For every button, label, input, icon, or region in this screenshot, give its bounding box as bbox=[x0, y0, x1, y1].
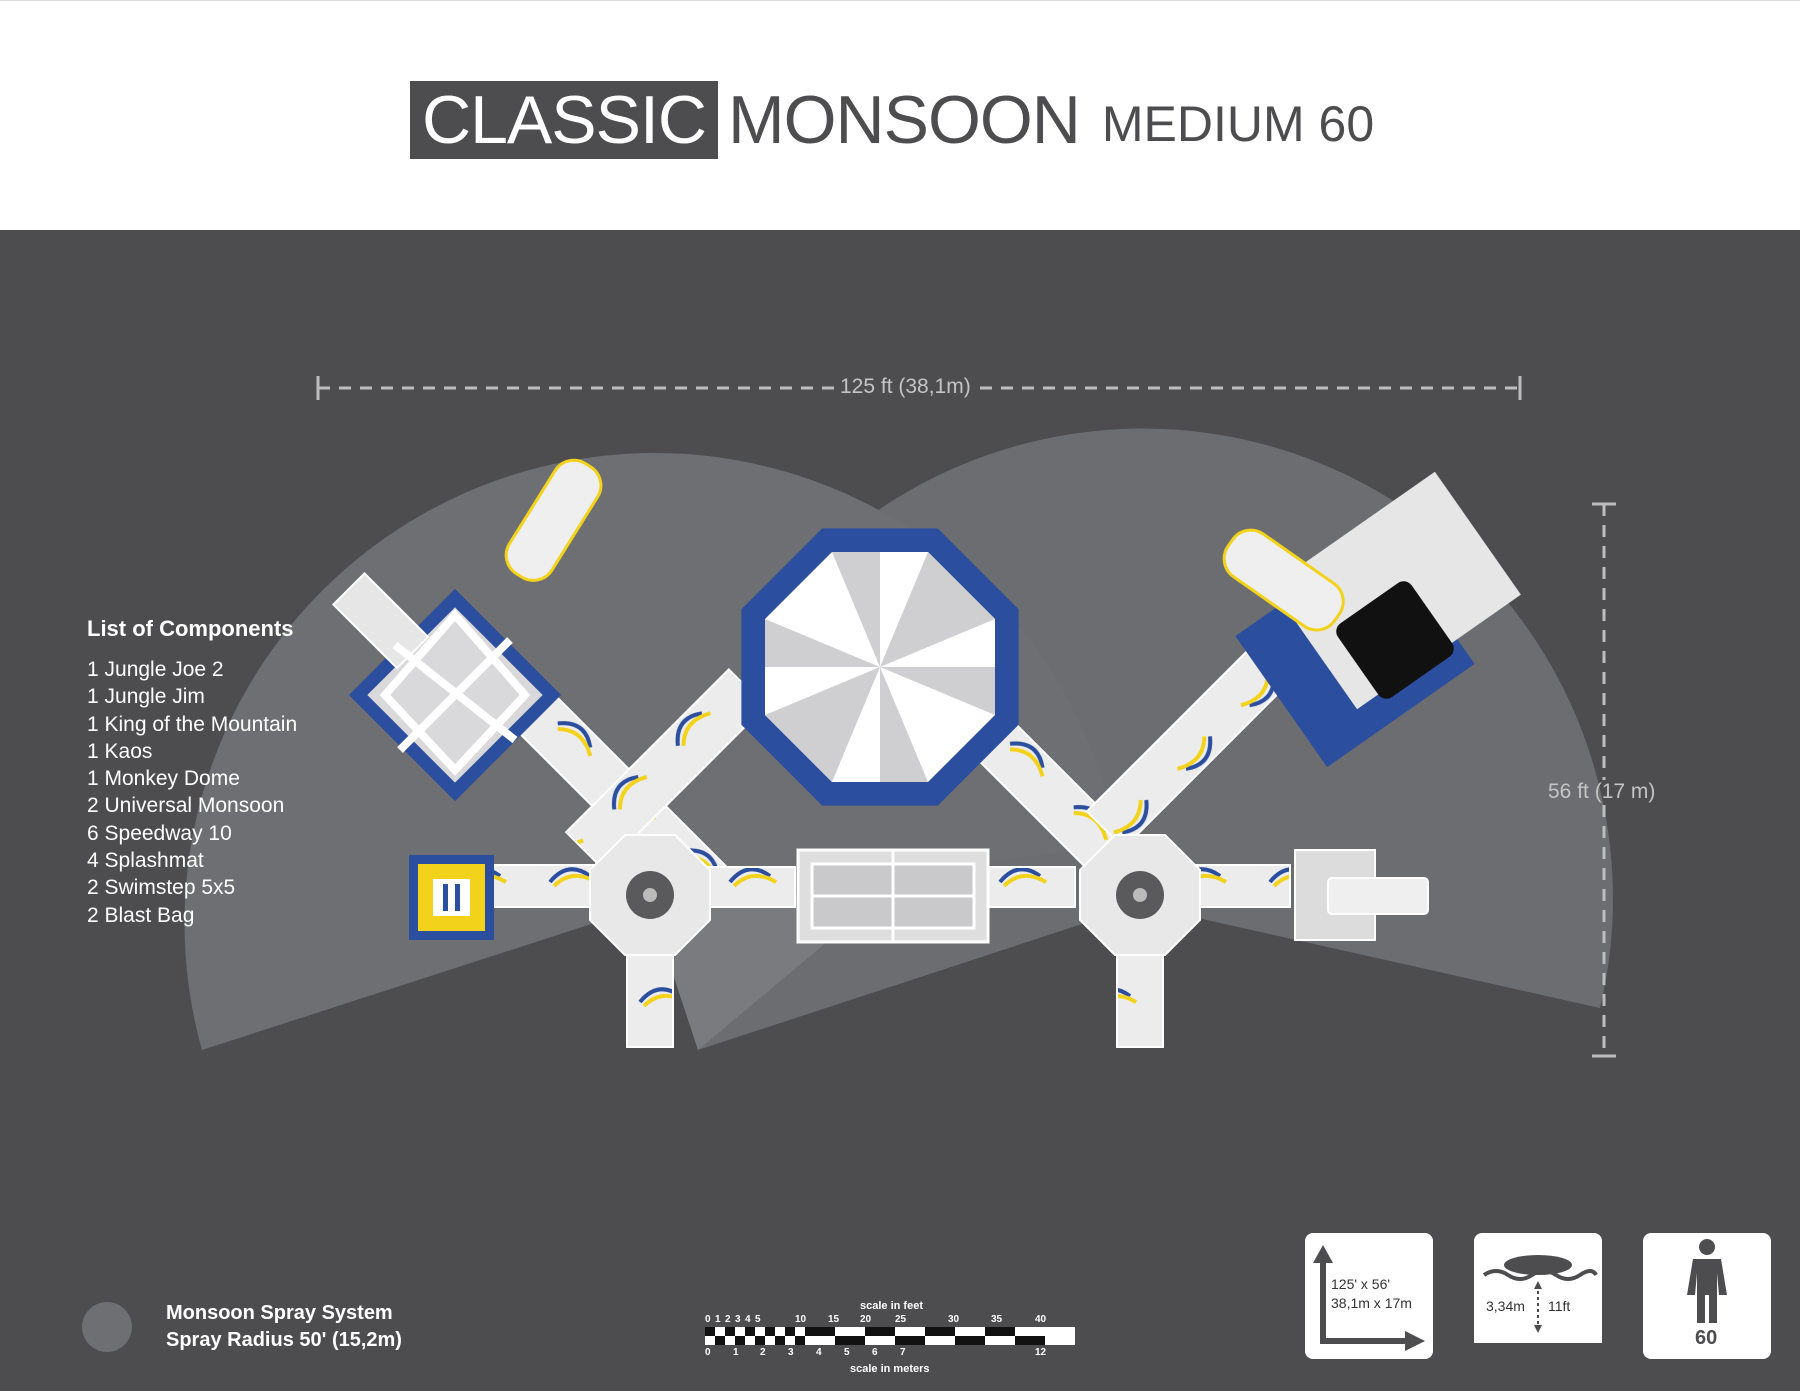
scale-meter-tick: 0 bbox=[705, 1347, 711, 1358]
scale-meter-tick: 12 bbox=[1035, 1347, 1047, 1358]
height-label: 56 ft (17 m) bbox=[1548, 780, 1656, 803]
scale-feet-tick: 20 bbox=[860, 1314, 872, 1325]
scale-feet-tick: 40 bbox=[1035, 1314, 1047, 1325]
component-item: 1 Jungle Joe 2 bbox=[87, 658, 224, 681]
scale-block bbox=[705, 1327, 715, 1336]
header: CLASSIC MONSOON MEDIUM 60 bbox=[0, 0, 1800, 231]
tube-mid-right bbox=[984, 866, 1076, 908]
monsoon-hub-left bbox=[589, 834, 711, 956]
spray-legend-line2: Spray Radius 50' (15,2m) bbox=[166, 1329, 402, 1351]
depth-meters: 3,34m bbox=[1486, 1298, 1525, 1314]
scale-block bbox=[925, 1327, 955, 1336]
scale-block bbox=[775, 1336, 785, 1345]
scale-feet-tick: 5 bbox=[755, 1314, 761, 1325]
scale-block bbox=[835, 1336, 865, 1345]
scale-block bbox=[725, 1327, 735, 1336]
height-dimension-line bbox=[1592, 502, 1616, 1058]
spray-legend-swatch bbox=[82, 1302, 132, 1352]
kaos-slide bbox=[1222, 471, 1521, 768]
component-item: 1 Monkey Dome bbox=[87, 767, 240, 791]
component-item: 2 Blast Bag bbox=[87, 903, 195, 927]
scale-feet-tick: 1 bbox=[715, 1314, 721, 1325]
capacity-value: 60 bbox=[1695, 1327, 1718, 1349]
depth-info-box: 3,34m 11ft bbox=[1474, 1233, 1602, 1359]
spray-legend-text: Monsoon Spray System Spray Radius 50' (1… bbox=[166, 1300, 402, 1354]
page-title: CLASSIC MONSOON MEDIUM 60 bbox=[410, 81, 1374, 159]
scale-feet-tick: 0 bbox=[705, 1314, 711, 1325]
scale-block bbox=[745, 1327, 755, 1336]
monsoon-hub-right bbox=[1079, 834, 1201, 956]
component-item: 4 Splashmat bbox=[87, 849, 204, 873]
width-dimension-line bbox=[316, 376, 1522, 400]
scale-block bbox=[765, 1327, 775, 1336]
monkey-dome bbox=[741, 528, 1019, 806]
blast-bag-right bbox=[1294, 849, 1429, 941]
scale-feet-tick: 35 bbox=[991, 1314, 1003, 1325]
scale-feet-tick: 4 bbox=[745, 1314, 751, 1325]
capacity-info-box: 60 bbox=[1643, 1233, 1771, 1359]
scale-feet-label: scale in feet bbox=[860, 1300, 923, 1312]
scale-meter-tick: 1 bbox=[733, 1347, 739, 1358]
component-item: 6 Speedway 10 bbox=[87, 821, 232, 845]
scale-meter-tick: 7 bbox=[900, 1347, 906, 1358]
scale-meters-label: scale in meters bbox=[850, 1363, 930, 1375]
title-classic: CLASSIC bbox=[410, 81, 718, 159]
scale-feet-tick: 3 bbox=[735, 1314, 741, 1325]
scale-block bbox=[895, 1336, 925, 1345]
components-heading: List of Components bbox=[87, 616, 294, 641]
area-line2: 38,1m x 17m bbox=[1331, 1295, 1412, 1311]
scale-meter-tick: 2 bbox=[760, 1347, 766, 1358]
scale-meter-tick: 6 bbox=[872, 1347, 878, 1358]
components-items: 1 Jungle Joe 2 1 Jungle Jim 1 King of th… bbox=[87, 656, 297, 929]
scale-block bbox=[805, 1327, 835, 1336]
area-icon bbox=[1313, 1245, 1425, 1351]
jungle-jim bbox=[796, 848, 990, 944]
component-item: 2 Swimstep 5x5 bbox=[87, 876, 236, 900]
park-layout-diagram bbox=[184, 376, 1616, 1058]
scale-block bbox=[865, 1327, 895, 1336]
layout-plan: 125 ft (38,1m) 56 ft (17 m) List of Comp… bbox=[0, 230, 1800, 1391]
title-monsoon: MONSOON bbox=[728, 82, 1081, 158]
area-info-box: 125' x 56' 38,1m x 17m bbox=[1305, 1233, 1433, 1359]
scale-block bbox=[795, 1336, 805, 1345]
scale-block bbox=[715, 1336, 725, 1345]
component-item: 1 Jungle Jim bbox=[87, 685, 205, 709]
area-line1: 125' x 56' bbox=[1331, 1276, 1391, 1292]
scale-feet-tick: 2 bbox=[725, 1314, 731, 1325]
component-item: 1 Kaos bbox=[87, 739, 153, 763]
scale-meter-tick: 5 bbox=[844, 1347, 850, 1358]
scale-block bbox=[955, 1336, 985, 1345]
scale-block bbox=[755, 1336, 765, 1345]
depth-feet: 11ft bbox=[1548, 1298, 1571, 1314]
width-label: 125 ft (38,1m) bbox=[840, 375, 971, 398]
swimstep-right bbox=[1194, 864, 1291, 908]
scale-bar-graphic bbox=[705, 1327, 1075, 1345]
person-icon bbox=[1687, 1239, 1727, 1323]
title-medium: MEDIUM 60 bbox=[1101, 96, 1375, 152]
component-item: 1 King of the Mountain bbox=[87, 712, 298, 736]
scale-feet-tick: 30 bbox=[948, 1314, 960, 1325]
scale-meter-tick: 4 bbox=[816, 1347, 822, 1358]
scale-feet-tick: 15 bbox=[828, 1314, 840, 1325]
spray-legend-line1: Monsoon Spray System bbox=[166, 1302, 393, 1324]
components-list: List of Components 1 Jungle Joe 2 1 Jung… bbox=[87, 616, 297, 929]
depth-icon bbox=[1474, 1255, 1602, 1359]
scale-feet-tick: 25 bbox=[895, 1314, 907, 1325]
scale-block bbox=[1015, 1336, 1045, 1345]
component-item: 2 Universal Monsoon bbox=[87, 794, 285, 818]
scale-block bbox=[735, 1336, 745, 1345]
spray-legend: Monsoon Spray System Spray Radius 50' (1… bbox=[82, 1300, 402, 1354]
tube-mid-left bbox=[704, 866, 796, 908]
scale-block bbox=[785, 1327, 795, 1336]
scale-meter-tick: 3 bbox=[788, 1347, 794, 1358]
scale-block bbox=[985, 1327, 1015, 1336]
scale-feet-tick: 10 bbox=[795, 1314, 807, 1325]
splashmat-left bbox=[409, 855, 494, 940]
